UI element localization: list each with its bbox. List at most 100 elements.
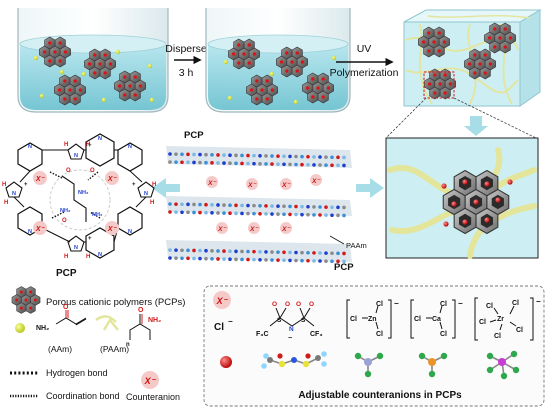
lattice-atom (306, 258, 310, 263)
lattice-atom (330, 163, 334, 168)
lattice-atom (246, 249, 250, 254)
nitrogen-atom: N (144, 191, 148, 197)
zr-cl-bottom: Cl (494, 333, 501, 340)
lattice-atom (306, 250, 310, 255)
plus-sign: + (88, 236, 92, 242)
lattice-atom (276, 204, 280, 208)
chloride-ball-model (220, 356, 232, 368)
counterion-marker (310, 174, 322, 186)
lattice-atom (180, 202, 184, 207)
lattice-atom (312, 259, 316, 263)
pcp-legend-icon (11, 286, 41, 314)
lattice-atom (228, 161, 232, 165)
lattice-atom (312, 155, 316, 159)
lattice-atom (168, 248, 172, 252)
lattice-atom (282, 154, 286, 159)
lattice-atom (186, 160, 190, 165)
lattice-atom (234, 249, 238, 254)
lattice-atom (324, 163, 328, 167)
lattice-atom (336, 259, 340, 264)
lattice-atom (246, 161, 250, 166)
lattice-atom (282, 258, 286, 263)
lattice-atom (222, 161, 226, 165)
lattice-atom (294, 162, 298, 167)
tfsi-cf3-right: CF₃ (310, 331, 323, 338)
lattice-atom (234, 257, 238, 262)
counterion-marker (105, 221, 119, 235)
nitrogen-atom: N (98, 252, 102, 258)
lattice-atom (210, 153, 214, 157)
tfsi-cf3-left: F₃C (256, 331, 269, 338)
lattice-atom (264, 250, 268, 254)
pcp-label-top: PCP (184, 130, 204, 141)
counterion-symbol: X⁻ (35, 176, 46, 183)
hydrogen-atom: H (64, 254, 68, 260)
lattice-atom (318, 251, 322, 255)
down-arrow-icon (464, 116, 488, 136)
lattice-atom (288, 162, 292, 167)
lattice-atom (240, 153, 244, 158)
lattice-atom (258, 162, 262, 166)
lattice-atom (198, 256, 202, 261)
lattice-atom (276, 212, 280, 216)
zncl3-ball-model (354, 352, 384, 378)
lattice-atom (318, 163, 322, 167)
nitrogen-atom: N (28, 144, 32, 150)
polymerization-label: Polymerization (330, 67, 399, 79)
lattice-atom (228, 153, 232, 157)
ca-cl-bottom: Cl (440, 331, 447, 338)
lattice-atom (270, 250, 274, 254)
counterion-symbol: X⁻ (311, 178, 321, 185)
lattice-atom (198, 160, 202, 165)
atom-lattice (168, 152, 346, 264)
lattice-atom (270, 162, 274, 166)
nitrogen-atom: N (74, 153, 78, 159)
lattice-atom (252, 161, 256, 166)
zn-charge: − (394, 299, 399, 308)
lattice-atom (336, 251, 340, 256)
lattice-atom (174, 202, 178, 206)
legend-counteranion: Counteranion (126, 392, 180, 402)
disperse-label: Disperse (165, 43, 207, 55)
hydrogen-atom: H (64, 142, 68, 148)
lattice-atom (240, 161, 244, 166)
zn-cl-left: Cl (350, 316, 357, 323)
lattice-atom (240, 211, 244, 216)
hydrogen-atom: H (152, 182, 156, 188)
lattice-atom (228, 211, 232, 215)
hydrogel-cube (403, 9, 542, 107)
lattice-atom (288, 154, 292, 159)
uv-label: UV (357, 43, 372, 55)
aam-oxygen: O (63, 304, 69, 311)
zn-cl-top: Cl (376, 301, 383, 308)
lattice-atom (336, 155, 340, 160)
legend-paam: (PAAm) (100, 344, 129, 354)
nitrogen-atom: N (12, 191, 16, 197)
lattice-atom (270, 204, 274, 208)
oxygen-atom: O (90, 168, 95, 174)
lattice-atom (228, 203, 232, 207)
zr-cl-left: Cl (479, 319, 486, 326)
disperse-time: 3 h (179, 67, 194, 79)
amine-group: NH₂ (78, 190, 89, 196)
ca-charge: − (458, 299, 463, 308)
lattice-atom (288, 212, 292, 217)
lattice-atom (306, 154, 310, 159)
lattice-atom (300, 212, 304, 217)
counterion-symbol: X⁻ (247, 182, 257, 189)
tfsi-sulfur: S (277, 317, 282, 324)
lattice-atom (252, 249, 256, 254)
lattice-atom (204, 210, 208, 215)
lattice-atom (336, 205, 340, 210)
zr-center: Zr (497, 316, 504, 323)
lattice-atom (276, 162, 280, 166)
lattice-atom (168, 152, 172, 156)
lattice-atom (276, 154, 280, 158)
lattice-atom (252, 211, 256, 216)
lattice-atom (288, 204, 292, 209)
counterion-symbol: X⁻ (281, 182, 291, 189)
lattice-atom (324, 213, 328, 217)
lattice-atom (318, 155, 322, 159)
lattice-atom (300, 162, 304, 167)
nitrogen-atom: N (128, 229, 132, 235)
